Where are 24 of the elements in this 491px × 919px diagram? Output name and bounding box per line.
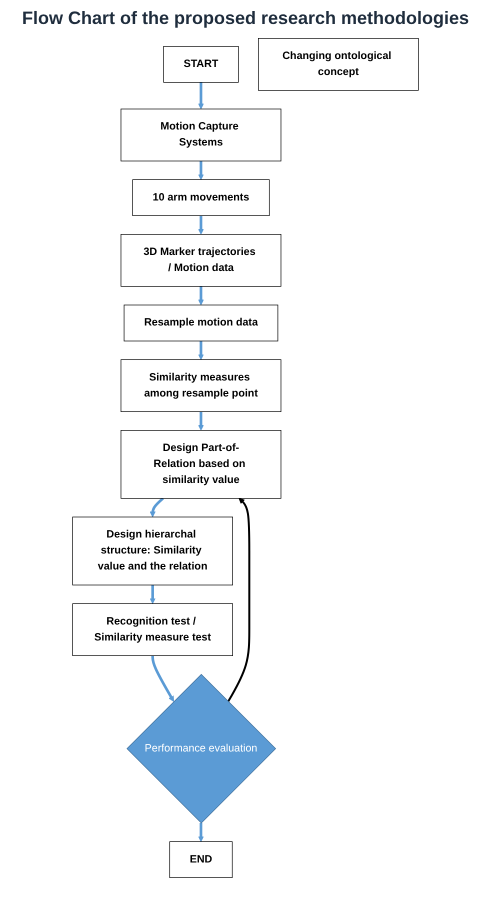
node-box: Design Part-of-Relation based on similarity value [120,430,282,499]
node-box: Similarity measures among resample point [120,359,282,412]
arrow [150,497,164,518]
node-box: END [169,841,233,878]
arrow [198,286,204,306]
node-box: START [163,46,239,83]
arrow [198,412,204,431]
arrow [198,161,204,180]
arrow [198,823,204,842]
node-box: Changing ontological concept [258,38,419,91]
arrow [151,656,174,702]
node-box: Design hierarchal structure: Similarity value and the relation [72,516,233,586]
arrow [198,341,204,360]
arrow [150,585,156,604]
node-box: Recognition test / Similarity measure test [72,603,233,656]
node-box: 10 arm movements [132,179,270,216]
node-box: 3D Marker trajectories / Motion data [120,234,282,287]
node-box: Motion Capture Systems [120,108,282,162]
arrow [227,498,250,702]
diagram-title: Flow Chart of the proposed research methodologies [20,8,470,29]
arrow [198,82,204,110]
node-diamond: Performance evaluation [126,674,276,824]
node-box: Resample motion data [124,304,278,342]
arrow [198,216,204,235]
